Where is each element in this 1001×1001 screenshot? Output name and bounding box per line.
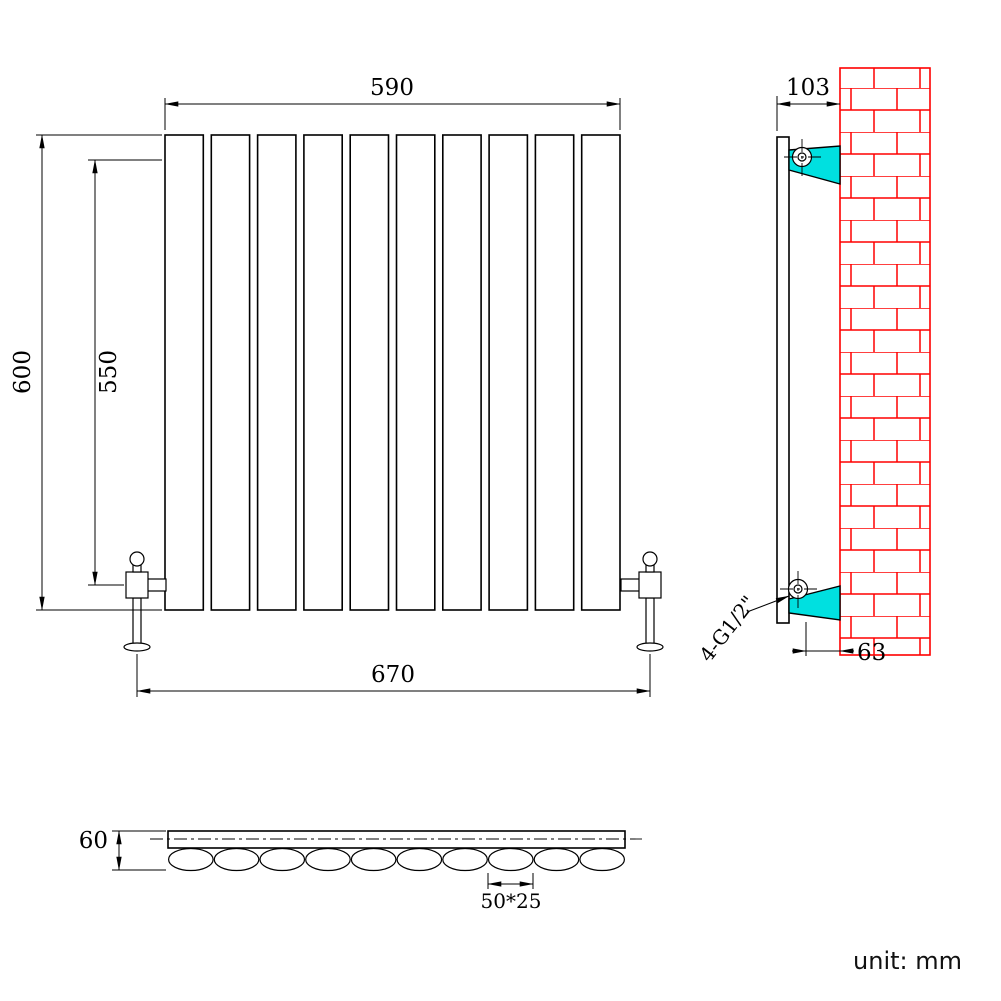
centerline-top	[784, 139, 822, 177]
valve-connector	[146, 578, 167, 592]
dimension-top-width: 590	[164, 75, 621, 130]
radiator-side-profile	[776, 136, 790, 624]
dim-label-depth: 60	[79, 828, 108, 854]
panel-tube-section	[168, 847, 214, 872]
radiator-panel	[256, 134, 297, 611]
front-view: 590 600 550 670	[10, 75, 664, 697]
floor-flange	[123, 642, 151, 652]
radiator-panel	[210, 134, 251, 611]
dimension-depth: 60	[79, 828, 166, 871]
radiator-panel	[488, 134, 529, 611]
valve-left	[123, 551, 167, 652]
panel-tube-section	[579, 847, 626, 872]
radiator-panel	[534, 134, 575, 611]
panel-tube-section	[259, 847, 306, 872]
dim-label-wall-distance: 103	[786, 75, 830, 101]
wall-bracket-bottom	[788, 585, 841, 621]
panel-tube-section	[213, 847, 260, 872]
radiator-panel	[303, 134, 343, 611]
dimension-inner-height: 550	[88, 159, 162, 586]
dim-label-bottom-width: 670	[371, 662, 415, 688]
panel-tube-section	[305, 847, 351, 872]
dimension-bottom-offset: 63	[792, 622, 886, 666]
top-collector-bar	[167, 830, 626, 849]
radiator-panel	[395, 134, 436, 611]
radiator-panel	[580, 134, 621, 611]
panel-tube-section	[533, 847, 580, 872]
dim-label-tube-size: 50*25	[481, 889, 542, 913]
dim-label-inner-height: 550	[96, 350, 122, 394]
valve-floor-pipe	[132, 597, 142, 646]
panel-tube-sections	[168, 847, 626, 872]
centerline-bottom	[780, 571, 818, 609]
panel-tube-section	[442, 847, 488, 872]
panel-tube-section	[350, 847, 397, 872]
bottom-view: 60 50*25	[79, 828, 642, 913]
radiator-panel	[349, 134, 390, 611]
dimension-overall-height: 600	[10, 134, 162, 611]
extension-lines	[36, 134, 162, 611]
dimension-tube-size: 50*25	[481, 873, 542, 913]
dim-label-bottom-offset: 63	[857, 640, 886, 666]
brick-wall	[839, 67, 931, 656]
panel-tube-section	[396, 847, 443, 872]
dim-label-overall-height: 600	[10, 350, 36, 394]
valve-knob	[129, 551, 145, 567]
radiator-panel	[164, 134, 205, 611]
radiator-panels	[164, 134, 621, 611]
dimension-wall-distance: 103	[776, 75, 841, 131]
valve-body	[125, 571, 149, 599]
dim-label-top-width: 590	[370, 75, 414, 101]
leader-line	[746, 595, 790, 613]
panel-tube-section	[487, 847, 534, 872]
dimension-bottom-width: 670	[136, 654, 651, 697]
unit-label: unit: mm	[853, 947, 962, 975]
radiator-panel	[441, 134, 482, 611]
